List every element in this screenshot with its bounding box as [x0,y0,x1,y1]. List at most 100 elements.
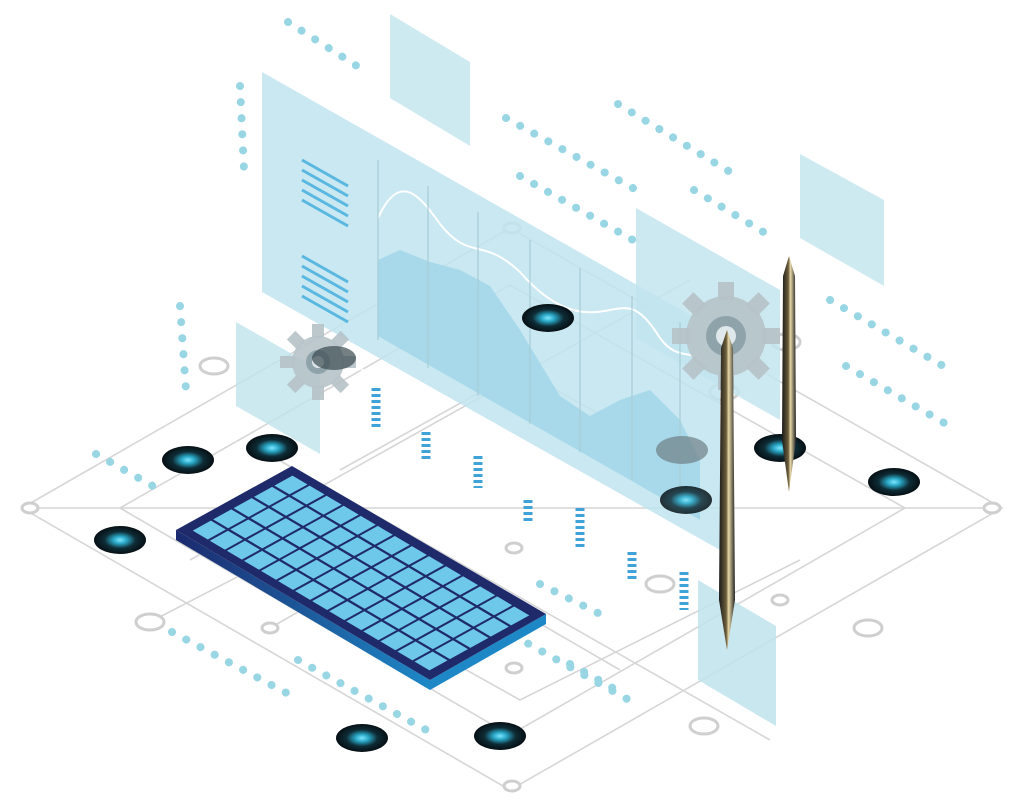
keyboard-key [400,620,434,640]
keyboard-key [291,485,325,505]
keyboard-key [213,509,247,529]
keyboard-key [318,548,352,568]
keyboard-key [421,608,455,628]
keyboard-key [192,520,226,540]
keyboard-keys [192,475,530,671]
keyboard-key [393,546,427,565]
keyboard-key [264,539,298,559]
keyboard-key [444,576,479,596]
keyboard-key [397,641,431,661]
keyboard-key [209,530,243,550]
circuit-nodes [94,304,920,752]
text-lines-block-1 [301,158,349,228]
keyboard-key [383,610,417,629]
keyboard-key [373,557,407,577]
keyboard-key [243,550,278,570]
keyboard-key [271,496,305,516]
keyboard-key [301,538,335,558]
keyboard-key [247,529,281,549]
graph-curve [377,190,701,361]
keyboard-key [475,617,509,637]
keyboard-key [335,558,370,578]
keyboard-key [230,519,264,539]
circuit-node [94,526,146,554]
keyboard-key [295,581,329,600]
circuit-node [656,436,708,464]
stylus-pen-tall [719,330,735,650]
screen-panel [262,72,720,610]
keyboard-key [458,607,492,627]
keyboard-key [332,579,366,599]
text-lines-block-2 [301,254,349,324]
keyboard-side [176,530,430,690]
keyboard-key [414,651,448,671]
circuit-node [474,722,526,750]
keyboard-key [438,618,472,638]
keyboard-key [441,597,475,617]
keyboard-key [281,549,315,569]
keyboard-key [462,586,496,606]
keyboard-key [356,547,390,567]
keyboard-key [284,528,318,548]
keyboard-key [479,596,513,616]
keyboard-key [376,536,410,555]
graph-area-fill [378,250,700,520]
circuit-node [754,434,806,462]
circuit-node [312,346,356,370]
keyboard-key [359,525,393,545]
keyboard-key [370,578,404,598]
keyboard-key [455,629,489,648]
keyboard-key [390,567,424,587]
stylus-pens [719,256,796,650]
keyboard [176,466,546,690]
left-small-panel [236,322,320,454]
keyboard-key [404,598,438,618]
keyboard-key [342,515,376,535]
right-floating-card [800,154,884,286]
keyboard-key [305,517,339,536]
keyboard-side-right [430,614,546,690]
keyboard-key [434,640,468,660]
circuit-node [336,724,388,752]
keyboard-key [278,570,312,590]
circuit-node [868,468,920,496]
keyboard-key [339,537,373,557]
keyboard-key [260,560,295,580]
keyboard-key [322,527,356,546]
keyboard-key [298,559,332,579]
keyboard-key [325,505,359,525]
top-floating-card [390,14,470,146]
keyboard-key [407,577,441,597]
stylus-pen-short [782,256,796,492]
circuit-node [522,304,574,332]
keyboard-key [410,556,444,576]
bottom-right-panel [698,580,776,726]
keyboard-key [352,568,387,588]
keyboard-key [233,498,267,517]
keyboard-key [254,486,288,506]
keyboard-key [380,631,414,651]
keyboard-key [288,506,322,526]
keyboard-key [315,569,349,589]
keyboard-key [250,508,284,528]
keyboard-key [329,601,363,621]
keyboard-key [496,606,530,626]
keyboard-key [363,621,397,641]
keyboard-key [427,566,462,586]
keyboard-key [308,495,342,515]
graph-vertical-lines [377,160,681,508]
keyboard-key [366,600,400,619]
keyboard-key [267,518,301,538]
keyboard-key [349,589,383,609]
keyboard-key [346,611,380,631]
keyboard-key [274,475,308,495]
circuit-node [246,434,298,462]
bar-indicators [371,388,689,610]
keyboard-key [417,630,451,650]
keyboard-key [387,588,421,608]
keyboard-key [226,540,260,560]
circuit-node [162,446,214,474]
keyboard-key [424,587,458,607]
circuit-node [660,486,712,514]
